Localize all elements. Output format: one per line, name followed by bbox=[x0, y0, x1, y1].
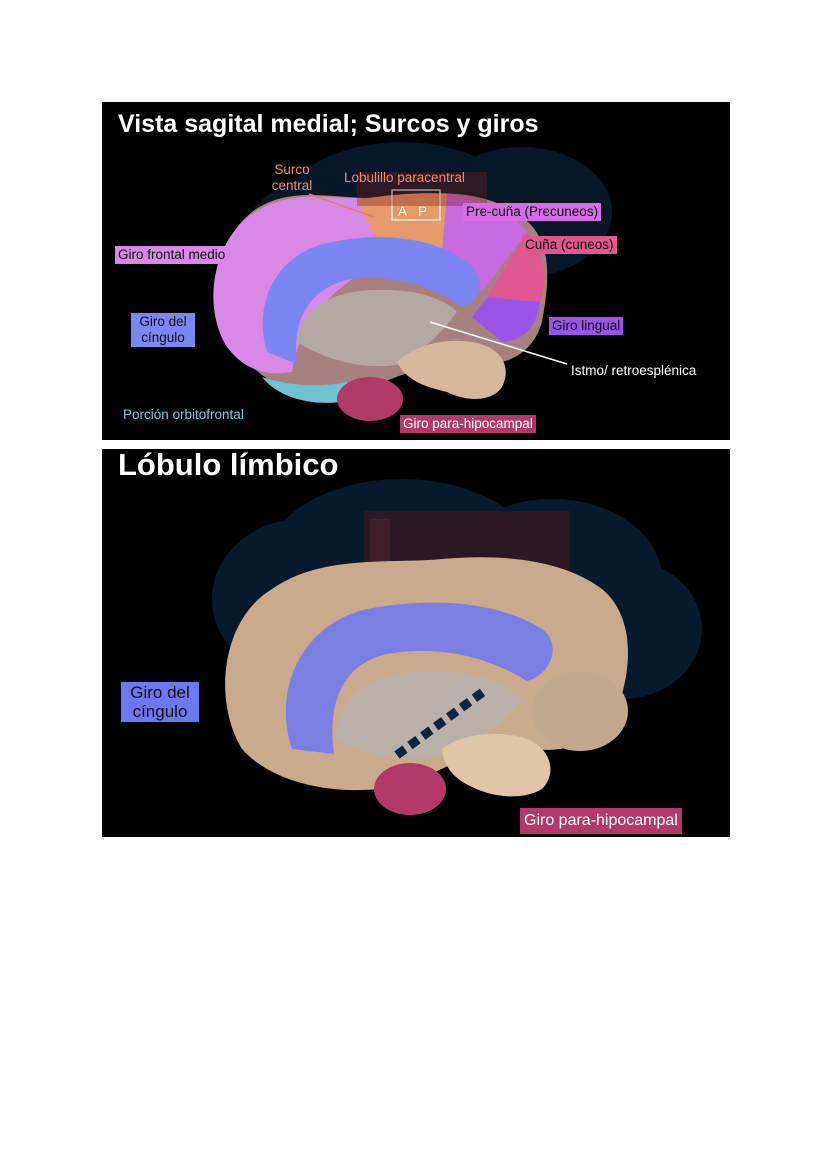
label-giro-parahipocampal: Giro para-hipocampal bbox=[400, 415, 536, 433]
label-a: A bbox=[398, 204, 408, 219]
limbic-dashed-line bbox=[394, 685, 490, 759]
label-giro-frontal-medio: Giro frontal medio bbox=[115, 246, 229, 264]
region-giro-lingual bbox=[472, 297, 540, 342]
slide-title: Lóbulo límbico bbox=[118, 449, 339, 482]
label-porcion-orbitofrontal: Porción orbitofrontal bbox=[123, 407, 244, 422]
region-giro-parahipocampal bbox=[374, 763, 446, 815]
brainstem bbox=[442, 733, 551, 797]
label-giro-parahipocampal: Giro para-hipocampal bbox=[520, 808, 682, 834]
label-giro-cingulo: Giro del cíngulo bbox=[131, 313, 195, 347]
slide-sagital-medial: Vista sagital medial; Surcos y giros Sur… bbox=[102, 102, 730, 440]
label-precuna: Pre-cuña (Precuneos) bbox=[463, 203, 602, 221]
label-giro-cingulo: Giro del cíngulo bbox=[121, 682, 199, 722]
label-surco-central: Surco central bbox=[271, 162, 313, 193]
region-giro-cingulo bbox=[262, 237, 480, 364]
ap-box bbox=[391, 189, 441, 221]
label-p: P bbox=[418, 204, 428, 219]
istmo-leader bbox=[429, 321, 568, 365]
brain-limbic-illustration bbox=[212, 479, 702, 815]
brain-core bbox=[297, 289, 457, 367]
label-istmo: Istmo/ retroesplénica bbox=[571, 363, 697, 378]
region-giro-cingulo bbox=[285, 602, 553, 754]
region-giro-parahipocampal bbox=[337, 377, 403, 421]
slide-lobulo-limbico: Lóbulo límbico Giro del cíngulo Giro par… bbox=[102, 449, 730, 837]
label-lobulillo-paracentral: Lobulillo paracentral bbox=[344, 170, 465, 185]
slide-title: Vista sagital medial; Surcos y giros bbox=[118, 110, 539, 138]
label-cuna: Cuña (cuneos) bbox=[522, 236, 617, 254]
brainstem bbox=[397, 340, 506, 399]
brain-sagittal-illustration bbox=[213, 142, 612, 421]
label-giro-lingual: Giro lingual bbox=[549, 317, 624, 335]
region-porcion-orbitofrontal bbox=[262, 377, 352, 403]
surco-central-leader bbox=[308, 193, 375, 218]
watermark-logo bbox=[357, 172, 487, 206]
cerebellum bbox=[532, 671, 628, 751]
